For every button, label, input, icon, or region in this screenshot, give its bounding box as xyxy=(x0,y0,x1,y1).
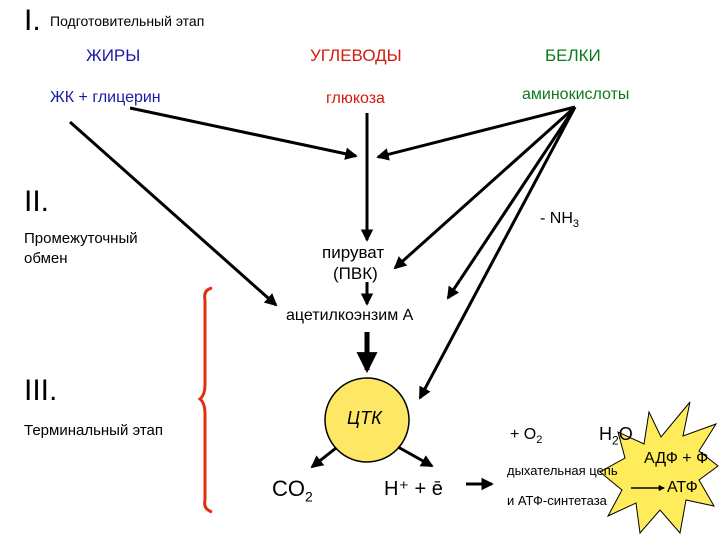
stage-2-label: Промежуточный обмен xyxy=(24,229,174,269)
arrow-tca-to-h xyxy=(398,447,432,466)
monomer-fats: ЖК + глицерин xyxy=(50,89,161,107)
resp-chain-label: дыхательная цепь xyxy=(507,463,618,478)
stage-3-numeral: III. xyxy=(24,374,57,408)
acetyl-coa-label: ацетилкоэнзим А xyxy=(286,307,413,325)
class-carbs: УГЛЕВОДЫ xyxy=(310,46,402,66)
stage-3-label: Терминальный этап xyxy=(24,421,164,441)
deamination-label: - NH3 xyxy=(540,210,579,230)
atp-synthase-label: и АТФ-синтетаза xyxy=(507,493,607,508)
monomer-glucose: глюкоза xyxy=(326,90,385,108)
class-proteins: БЕЛКИ xyxy=(545,46,601,66)
arrow-aa-to-tca xyxy=(420,107,575,398)
stage-2-numeral: II. xyxy=(24,185,49,219)
atp-label: АТФ xyxy=(667,479,698,497)
arrow-tca-to-co2 xyxy=(312,448,336,467)
h-electron-label: H⁺ + ē xyxy=(384,476,443,501)
stage-1-label: Подготовительный этап xyxy=(50,13,204,29)
co2-label: CO2 xyxy=(272,476,313,504)
oxygen-label: + O2 xyxy=(510,426,542,446)
arrow-fa-to-acetylcoa xyxy=(70,122,276,305)
adp-label: АДФ + Ф xyxy=(644,450,708,468)
monomer-amino-acids: аминокислоты xyxy=(522,86,629,104)
stage-1-numeral: I. xyxy=(24,4,41,38)
arrow-fa-to-center xyxy=(130,108,356,156)
pyruvate-label: пируват xyxy=(322,243,384,263)
water-label: H2O xyxy=(599,424,633,448)
class-fats: ЖИРЫ xyxy=(86,46,140,66)
pyruvate-abbr: (ПВК) xyxy=(333,264,378,284)
stage-bracket xyxy=(200,288,212,512)
tca-label: ЦТК xyxy=(347,408,382,429)
